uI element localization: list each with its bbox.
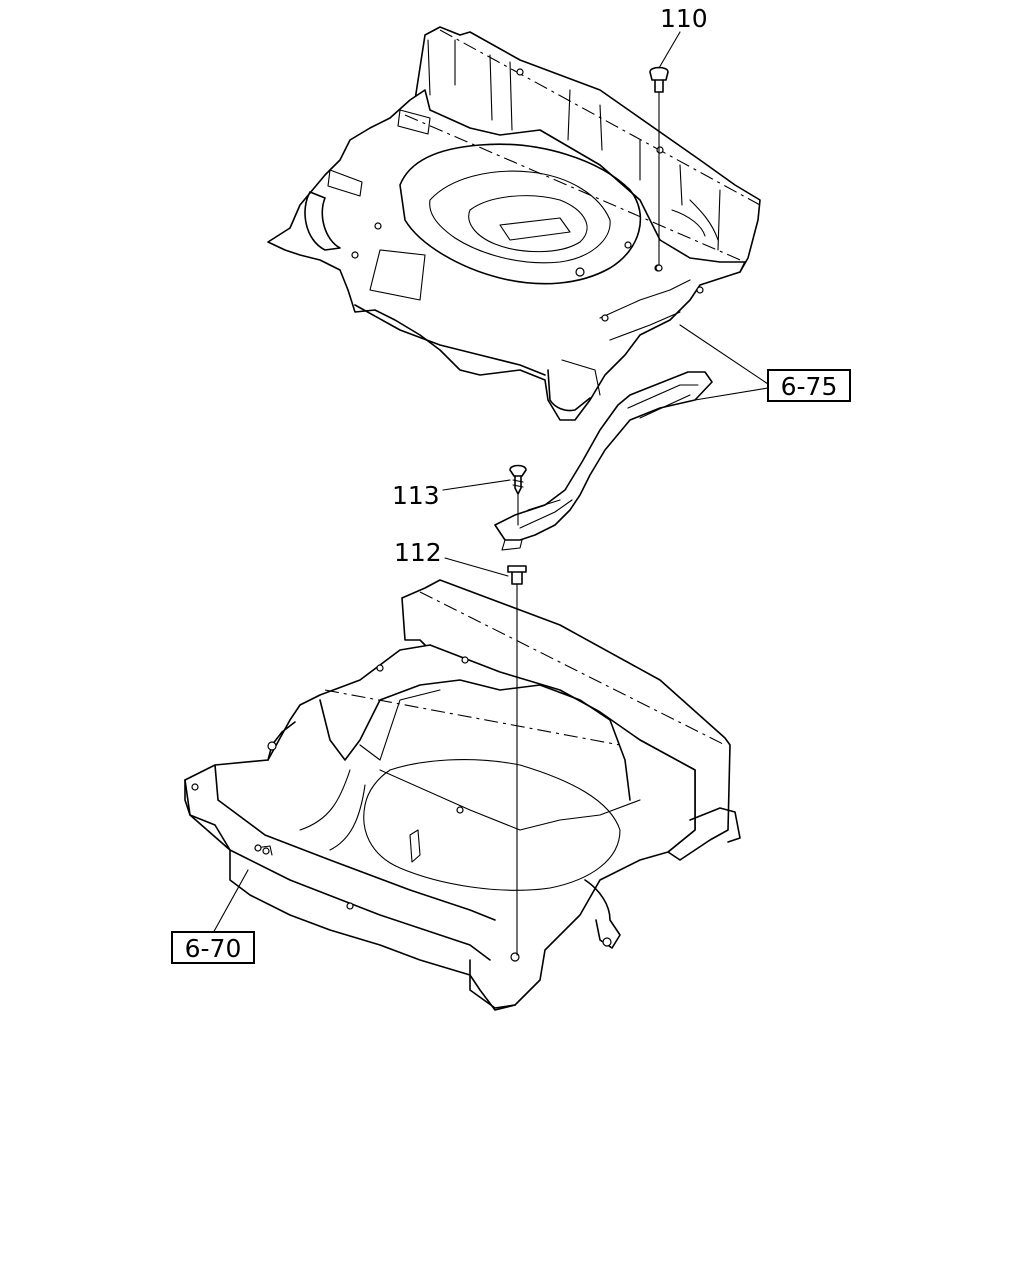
callout-110: 110 bbox=[660, 4, 708, 33]
leader-113 bbox=[442, 479, 511, 491]
leader-6-70 bbox=[211, 869, 249, 936]
leader-6-75-b bbox=[694, 387, 769, 401]
ref-box-6-75 bbox=[767, 369, 851, 402]
clip-112 bbox=[507, 565, 527, 585]
leader-112 bbox=[444, 557, 509, 577]
cross-member-bracket bbox=[494, 371, 713, 551]
callout-112: 112 bbox=[394, 538, 442, 567]
lower-floor-panel bbox=[184, 579, 741, 1011]
screw-113 bbox=[509, 464, 527, 495]
upper-floor-panel bbox=[267, 26, 761, 421]
ref-label-6-70: 6-70 bbox=[185, 934, 242, 963]
bolt-110 bbox=[649, 66, 669, 93]
ref-label-6-75: 6-75 bbox=[781, 372, 838, 401]
leader-6-75-a bbox=[679, 324, 769, 385]
leader-110 bbox=[658, 31, 681, 69]
ref-box-6-70 bbox=[171, 931, 255, 964]
callout-113: 113 bbox=[392, 481, 440, 510]
